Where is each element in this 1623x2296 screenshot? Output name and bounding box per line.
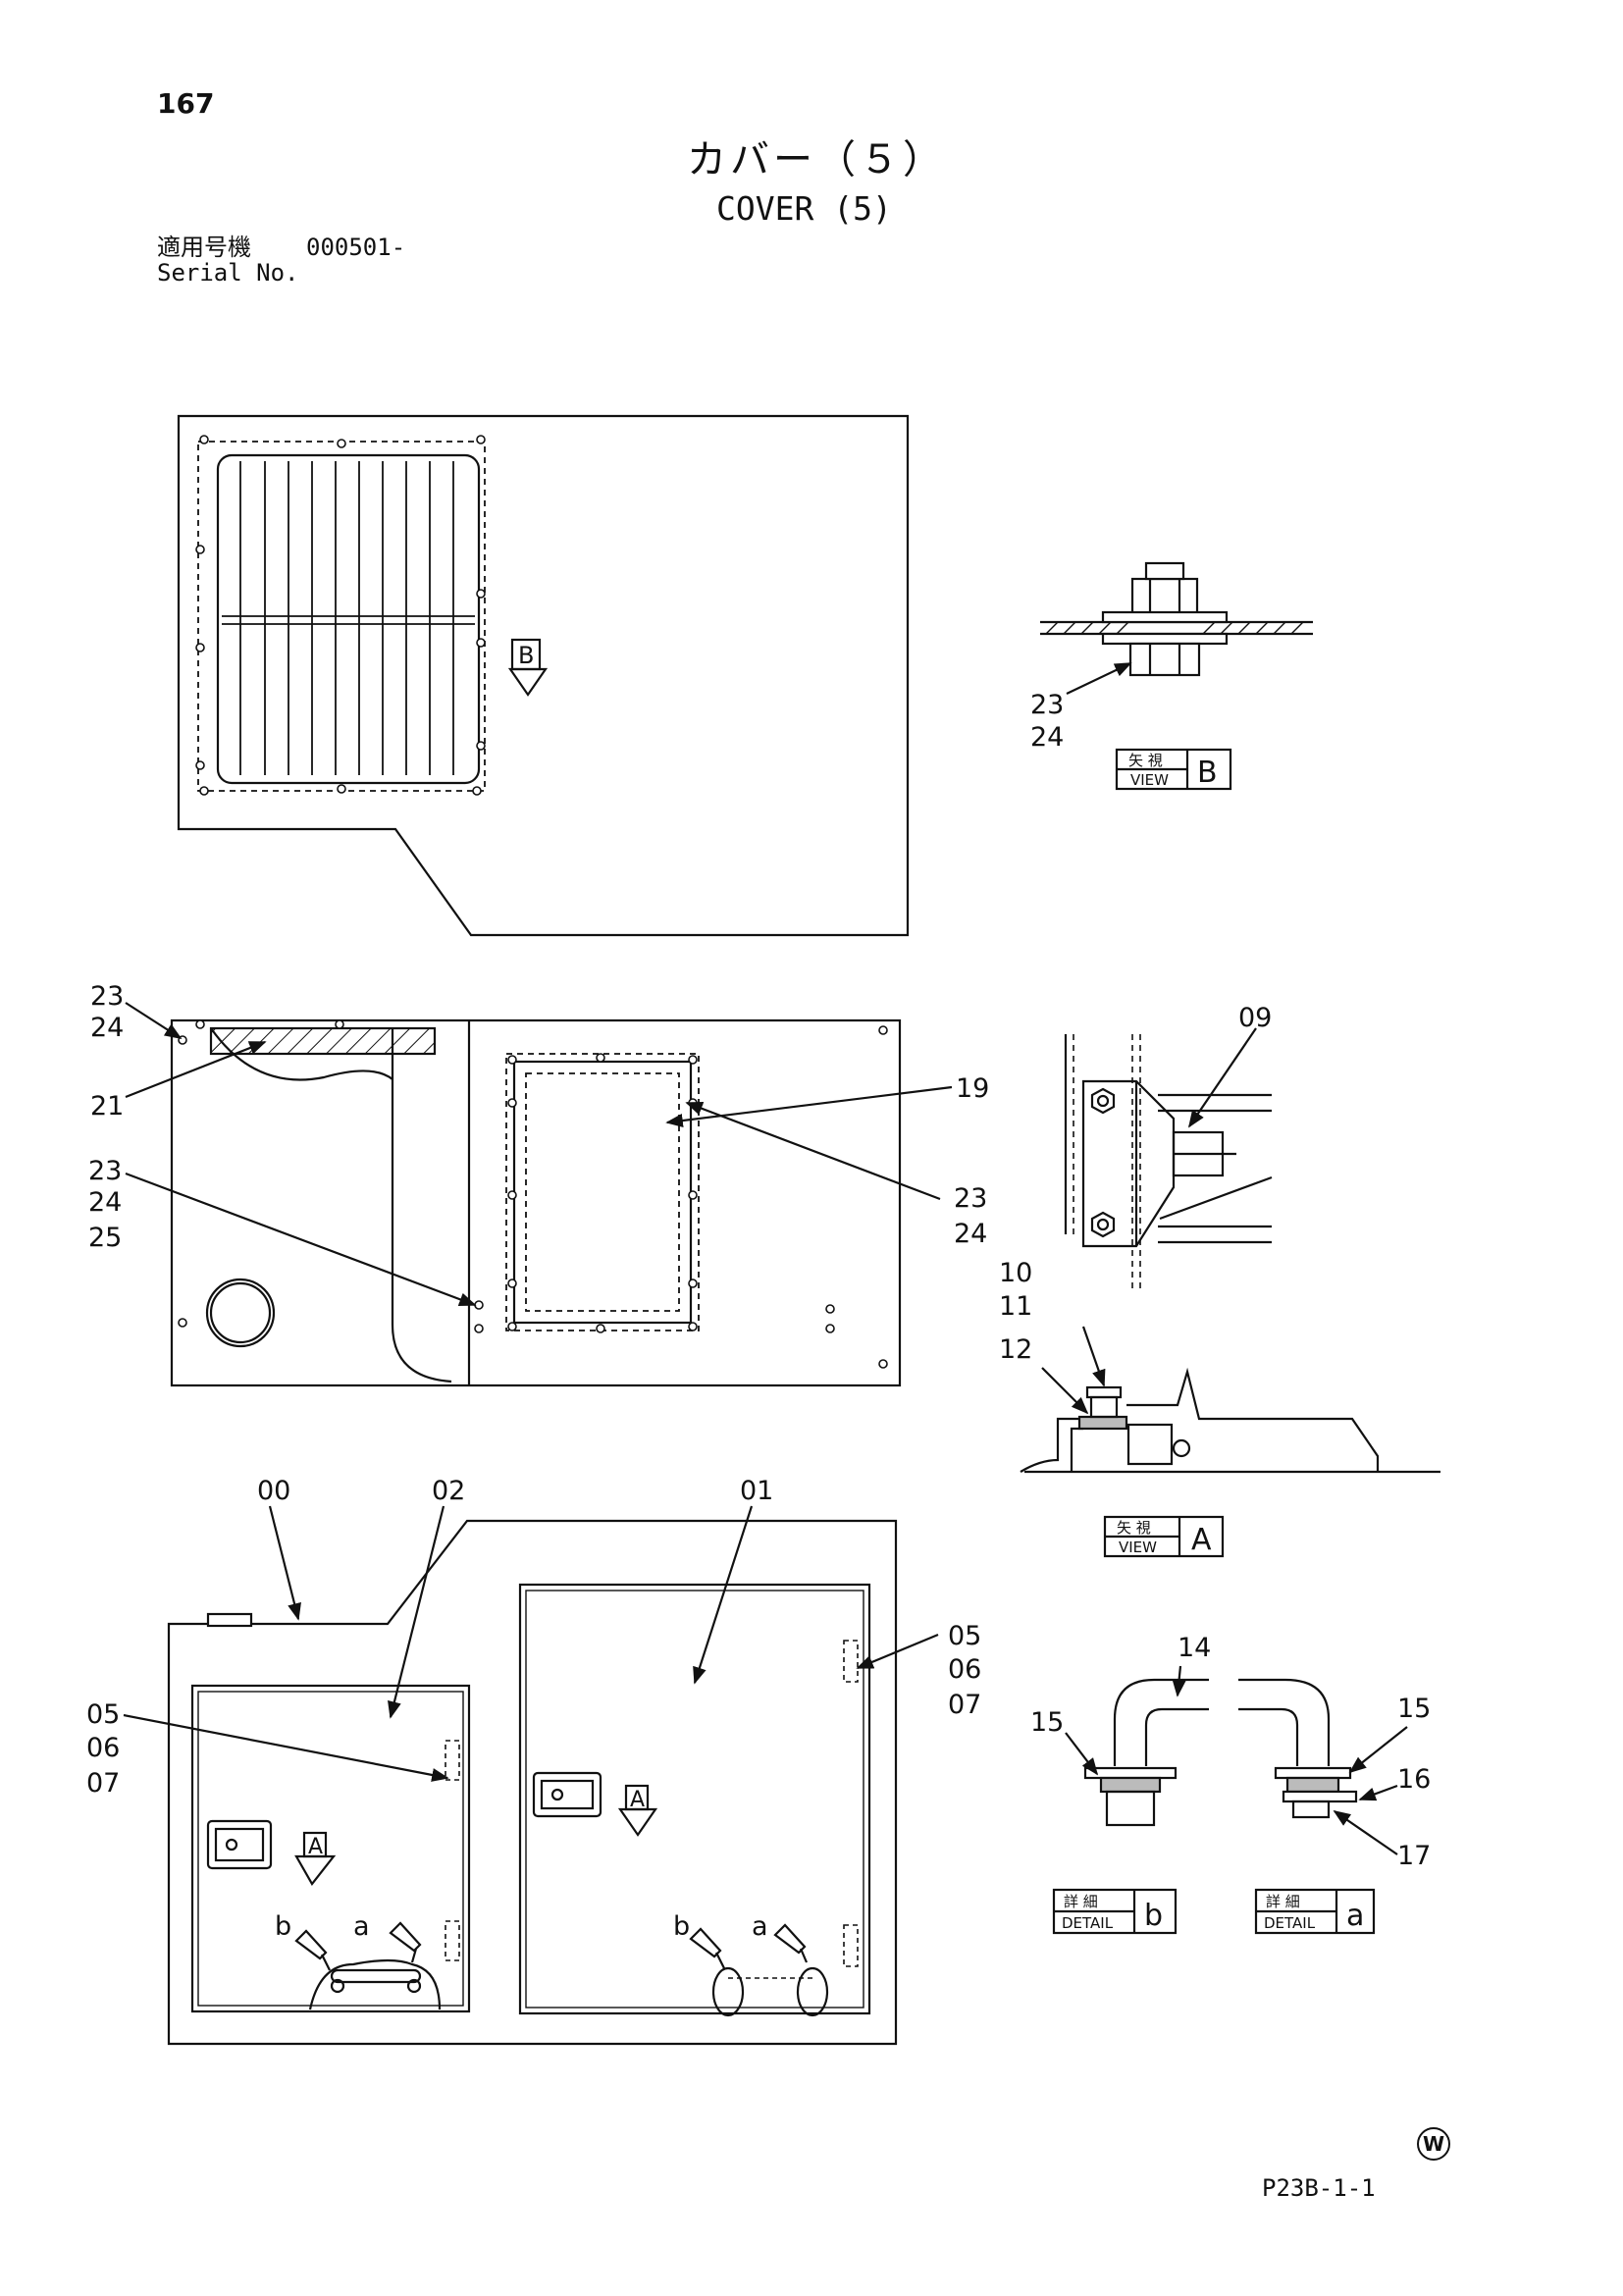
callout-11: 11 bbox=[999, 1291, 1032, 1322]
view-b-letter: B bbox=[1197, 756, 1218, 790]
detail-a-label-en: DETAIL bbox=[1264, 1914, 1316, 1932]
callout-24: 24 bbox=[1030, 722, 1064, 753]
view-b-label-en: VIEW bbox=[1130, 771, 1169, 789]
callout-15: 15 bbox=[1030, 1707, 1064, 1738]
view-b-arrow-label: B bbox=[518, 642, 534, 669]
hinge-detail bbox=[1064, 1027, 1273, 1293]
handle-detail bbox=[1052, 1665, 1408, 1935]
page-number: 167 bbox=[157, 87, 215, 120]
callout-00: 00 bbox=[257, 1476, 290, 1506]
callout-19: 19 bbox=[956, 1073, 989, 1104]
callout-09: 09 bbox=[1238, 1003, 1272, 1033]
document-code: P23B-1-1 bbox=[1262, 2174, 1376, 2202]
view-a-label-ja: 矢 視 bbox=[1117, 1519, 1151, 1537]
callout-23: 23 bbox=[90, 981, 124, 1012]
view-a-arrow-label: A bbox=[308, 1835, 323, 1859]
detail-marker-a: a bbox=[353, 1911, 370, 1942]
detail-b-letter: b bbox=[1144, 1899, 1163, 1933]
callout-24: 24 bbox=[88, 1187, 122, 1218]
detail-b-label-ja: 詳 細 bbox=[1064, 1893, 1098, 1910]
callout-05: 05 bbox=[86, 1699, 120, 1730]
callout-05: 05 bbox=[948, 1621, 981, 1651]
callout-12: 12 bbox=[999, 1334, 1032, 1365]
view-a-label-en: VIEW bbox=[1119, 1539, 1157, 1556]
title-japanese: カバー（５） bbox=[687, 137, 946, 183]
detail-a-label-ja: 詳 細 bbox=[1266, 1893, 1300, 1910]
view-b-section bbox=[1040, 561, 1313, 791]
callout-24: 24 bbox=[90, 1013, 124, 1043]
callout-23: 23 bbox=[1030, 690, 1064, 720]
callout-16: 16 bbox=[1397, 1764, 1431, 1795]
callout-21: 21 bbox=[90, 1091, 124, 1122]
callout-02: 02 bbox=[432, 1476, 465, 1506]
callout-10: 10 bbox=[999, 1258, 1032, 1288]
callout-25: 25 bbox=[88, 1223, 122, 1253]
view-a-arrow-label: A bbox=[630, 1788, 645, 1812]
manufacturer-mark-icon: W bbox=[1417, 2127, 1450, 2161]
view-a-section bbox=[1020, 1326, 1440, 1558]
serial-value: 000501- bbox=[306, 234, 406, 261]
callout-14: 14 bbox=[1178, 1633, 1211, 1663]
detail-a-letter: a bbox=[1346, 1899, 1364, 1933]
bottom-cover-panel bbox=[123, 1505, 939, 2046]
middle-cover-panel bbox=[125, 1002, 953, 1387]
view-a-letter: A bbox=[1191, 1523, 1212, 1557]
callout-17: 17 bbox=[1397, 1841, 1431, 1871]
detail-marker-a: a bbox=[752, 1911, 768, 1942]
serial-label-english: Serial No. bbox=[157, 259, 299, 287]
top-cover-panel bbox=[177, 414, 910, 937]
callout-24: 24 bbox=[954, 1219, 987, 1249]
callout-07: 07 bbox=[948, 1690, 981, 1720]
callout-07: 07 bbox=[86, 1768, 120, 1799]
callout-23: 23 bbox=[954, 1183, 987, 1214]
detail-marker-b: b bbox=[275, 1911, 291, 1942]
callout-15: 15 bbox=[1397, 1694, 1431, 1724]
view-b-label-ja: 矢 視 bbox=[1128, 752, 1163, 769]
detail-b-label-en: DETAIL bbox=[1062, 1914, 1114, 1932]
title-english: COVER (5) bbox=[716, 189, 892, 228]
callout-01: 01 bbox=[740, 1476, 773, 1506]
serial-label-japanese: 適用号機 bbox=[157, 234, 251, 261]
callout-06: 06 bbox=[948, 1654, 981, 1685]
callout-06: 06 bbox=[86, 1733, 120, 1763]
callout-23: 23 bbox=[88, 1156, 122, 1186]
detail-marker-b: b bbox=[673, 1911, 690, 1942]
